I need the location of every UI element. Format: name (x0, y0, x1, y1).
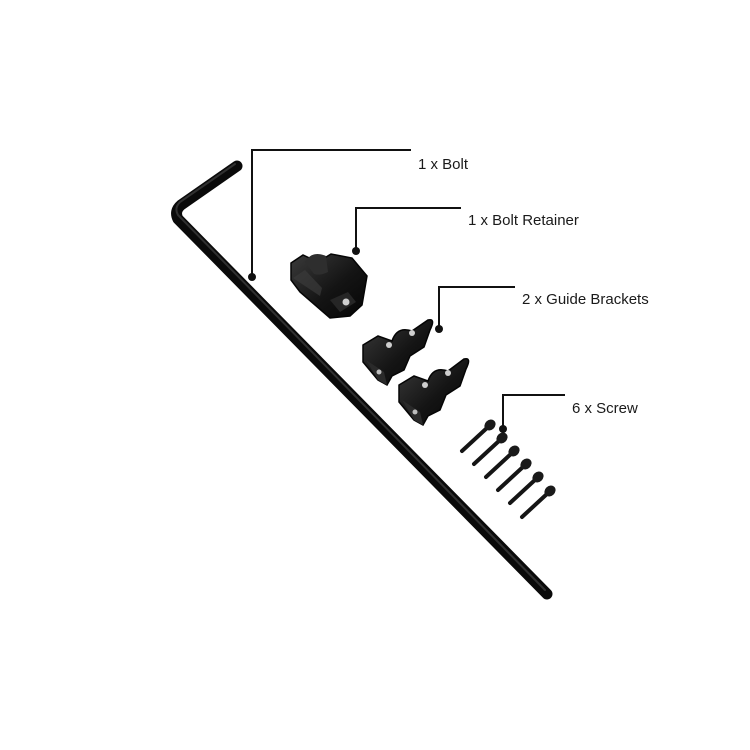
leader-line-retainer (352, 207, 461, 255)
callout-label-bolt: 1 x Bolt (418, 156, 469, 173)
screw-3 (484, 445, 520, 479)
screw-6 (520, 485, 556, 519)
callout-label-screw: 6 x Screw (572, 400, 638, 417)
screw-2 (472, 432, 508, 466)
screw-1 (460, 419, 496, 453)
leader-line-bolt (248, 149, 411, 281)
callout-label-guide-brackets: 2 x Guide Brackets (522, 291, 649, 308)
guide-bracket-1 (362, 318, 434, 387)
screw-5 (508, 471, 544, 505)
screw-4 (496, 458, 532, 492)
leader-line-screw (499, 394, 565, 433)
leader-line-brackets (435, 286, 515, 333)
guide-bracket-2 (398, 357, 470, 427)
callout-label-bolt-retainer: 1 x Bolt Retainer (468, 212, 579, 229)
bolt-retainer (290, 253, 368, 319)
bolt-rod (171, 160, 553, 600)
